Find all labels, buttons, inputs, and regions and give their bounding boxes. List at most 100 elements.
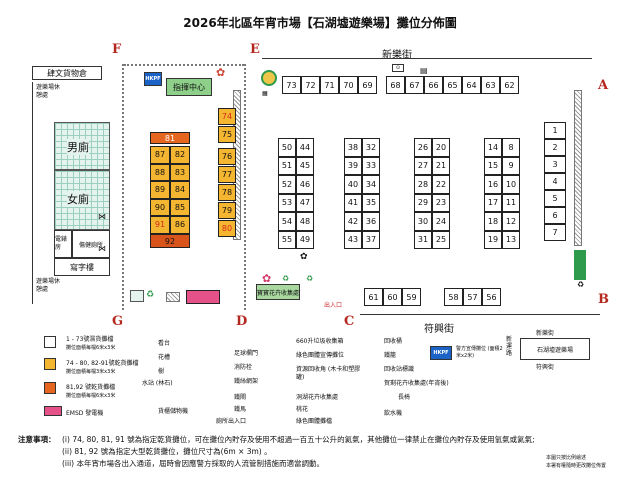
stall-78[interactable]: 78 [218,184,236,201]
stall-2[interactable]: 2 [544,139,566,156]
stall-21[interactable]: 21 [432,156,450,175]
stall-80[interactable]: 80 [218,220,236,237]
stall-15[interactable]: 15 [484,156,502,175]
stall-27[interactable]: 27 [414,156,432,175]
stall-23[interactable]: 23 [432,193,450,212]
stall-46[interactable]: 46 [296,175,314,194]
stall-45[interactable]: 45 [296,156,314,175]
stall-51[interactable]: 51 [278,156,296,175]
stall-17[interactable]: 17 [484,193,502,212]
stall-13[interactable]: 13 [502,230,520,249]
stall-75[interactable]: 75 [218,126,236,143]
stall-86[interactable]: 86 [170,216,190,234]
stall-76[interactable]: 76 [218,148,236,165]
stall-26[interactable]: 26 [414,138,432,157]
legend-tree: 樹 [158,368,165,375]
stall-24[interactable]: 24 [432,212,450,231]
stall-7[interactable]: 7 [544,224,566,241]
stall-14[interactable]: 14 [484,138,502,157]
stall-59[interactable]: 59 [402,288,421,306]
stall-70[interactable]: 70 [339,76,358,94]
stall-60[interactable]: 60 [383,288,402,306]
stall-47[interactable]: 47 [296,193,314,212]
stall-64[interactable]: 64 [462,76,481,94]
stall-79[interactable]: 79 [218,202,236,219]
stall-5[interactable]: 5 [544,190,566,207]
stall-88[interactable]: 88 [150,163,170,181]
stall-85[interactable]: 85 [170,198,190,216]
stall-12[interactable]: 12 [502,212,520,231]
stall-92[interactable]: 92 [150,234,190,248]
stall-56[interactable]: 56 [482,288,501,306]
stall-3[interactable]: 3 [544,156,566,173]
stall-11[interactable]: 11 [502,193,520,212]
stall-54[interactable]: 54 [278,212,296,231]
stall-89[interactable]: 89 [150,181,170,199]
stall-81[interactable]: 81 [150,132,190,144]
stall-71[interactable]: 71 [320,76,339,94]
stall-67[interactable]: 67 [405,76,424,94]
stall-41[interactable]: 41 [344,193,362,212]
stall-72[interactable]: 72 [301,76,320,94]
stall-83[interactable]: 83 [170,163,190,181]
corner-g: G [112,314,124,329]
stall-1[interactable]: 1 [544,122,566,139]
stall-48[interactable]: 48 [296,212,314,231]
stall-18[interactable]: 18 [484,212,502,231]
stall-33[interactable]: 33 [362,156,380,175]
stall-40[interactable]: 40 [344,175,362,194]
stall-34[interactable]: 34 [362,175,380,194]
stall-52[interactable]: 52 [278,175,296,194]
legend-big: 81,92 號乾貨攤檔 [66,384,116,391]
stall-20[interactable]: 20 [432,138,450,157]
stall-90[interactable]: 90 [150,198,170,216]
legend-dry-swatch [44,358,56,370]
stall-25[interactable]: 25 [432,230,450,249]
stall-63[interactable]: 63 [481,76,500,94]
stall-68[interactable]: 68 [386,76,405,94]
stall-39[interactable]: 39 [344,156,362,175]
street-top: 新樂街 [382,50,412,61]
stall-53[interactable]: 53 [278,193,296,212]
legend-regular-swatch [44,336,56,348]
stall-50[interactable]: 50 [278,138,296,157]
stall-57[interactable]: 57 [463,288,482,306]
stall-31[interactable]: 31 [414,230,432,249]
mini-street-bottom: 符興街 [536,364,555,371]
stall-65[interactable]: 65 [443,76,462,94]
stall-74[interactable]: 74 [218,108,236,125]
stall-43[interactable]: 43 [344,230,362,249]
stall-87[interactable]: 87 [150,146,170,164]
stall-38[interactable]: 38 [344,138,362,157]
stall-36[interactable]: 36 [362,212,380,231]
stall-49[interactable]: 49 [296,230,314,249]
stall-10[interactable]: 10 [502,175,520,194]
stall-73[interactable]: 73 [282,76,301,94]
stall-28[interactable]: 28 [414,175,432,194]
stall-55[interactable]: 55 [278,230,296,249]
stall-42[interactable]: 42 [344,212,362,231]
stall-37[interactable]: 37 [362,230,380,249]
stall-61[interactable]: 61 [364,288,383,306]
stall-35[interactable]: 35 [362,193,380,212]
stall-19[interactable]: 19 [484,230,502,249]
stall-77[interactable]: 77 [218,166,236,183]
stall-4[interactable]: 4 [544,173,566,190]
stall-58[interactable]: 58 [444,288,463,306]
stall-44[interactable]: 44 [296,138,314,157]
stall-84[interactable]: 84 [170,181,190,199]
stall-91[interactable]: 91 [150,216,170,234]
stall-69[interactable]: 69 [358,76,377,94]
stall-66[interactable]: 66 [424,76,443,94]
stall-16[interactable]: 16 [484,175,502,194]
stall-8[interactable]: 8 [502,138,520,157]
legend-flower-bed: 花槽 [158,354,171,361]
stall-29[interactable]: 29 [414,193,432,212]
stall-32[interactable]: 32 [362,138,380,157]
stall-30[interactable]: 30 [414,212,432,231]
stall-82[interactable]: 82 [170,146,190,164]
stall-62[interactable]: 62 [500,76,519,94]
stall-6[interactable]: 6 [544,207,566,224]
stall-22[interactable]: 22 [432,175,450,194]
stall-9[interactable]: 9 [502,156,520,175]
